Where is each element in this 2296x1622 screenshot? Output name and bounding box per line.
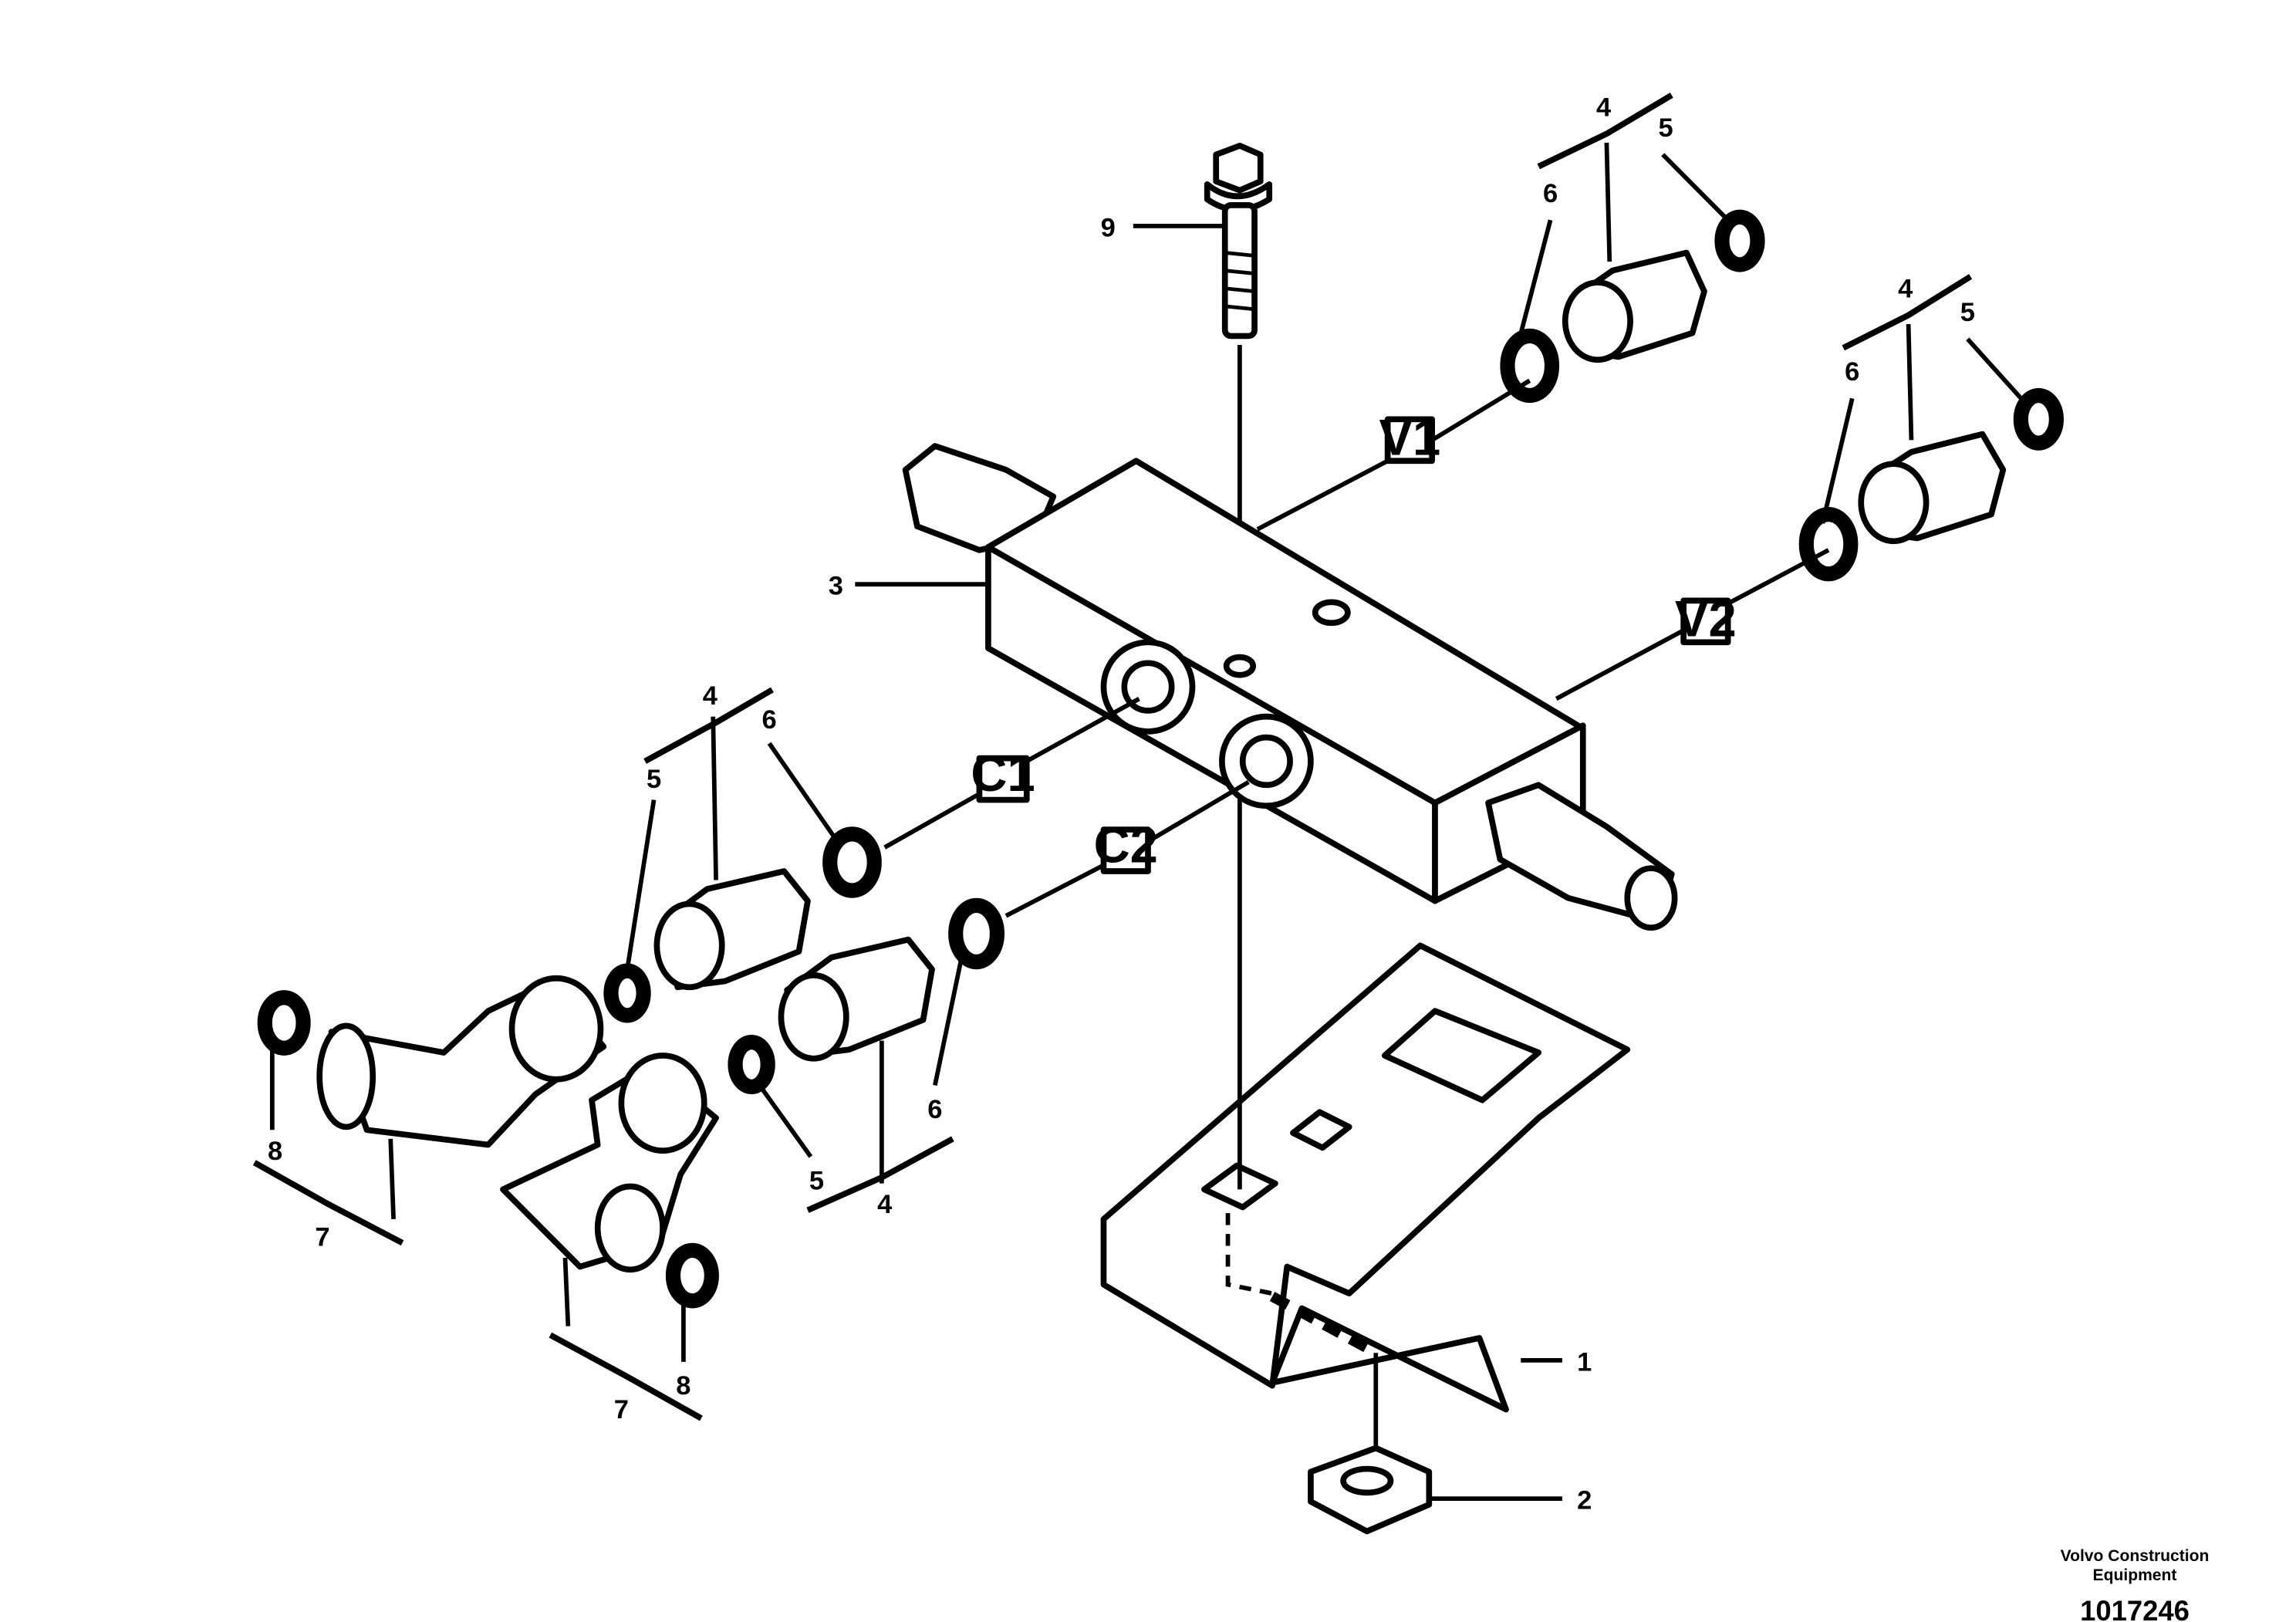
callout-4-c2: 4	[877, 1190, 893, 1219]
callout-6-v2: 6	[1845, 357, 1859, 387]
port-tag-c1-box	[976, 755, 1030, 803]
valve-block-part	[902, 443, 1678, 931]
o-ring-v1-large	[1500, 328, 1560, 404]
port-tag-v1-box	[1384, 416, 1435, 465]
group-brackets	[252, 92, 1973, 1421]
elbow-fitting-middle-part	[500, 1053, 719, 1309]
port-tag-v2: V2	[1675, 590, 1737, 647]
callout-4-c1: 4	[703, 681, 718, 711]
callout-5-c1: 5	[647, 765, 661, 794]
port-tag-c2-box	[1100, 826, 1151, 874]
callout-5-c2: 5	[809, 1166, 824, 1195]
port-tags	[976, 416, 1731, 874]
port-tag-v1: V1	[1379, 409, 1441, 465]
cage-nut-part	[1308, 1445, 1433, 1535]
callout-7-left: 7	[315, 1222, 329, 1252]
part-number: 1017246	[2080, 1595, 2190, 1622]
o-ring-c1-large	[822, 826, 882, 898]
bolt-part	[1204, 142, 1273, 340]
company-line-2: Equipment	[2093, 1566, 2177, 1584]
callout-numbers: 1 2 3 9 4 5 6 4 5 6 4 5 6 4 5 6 7 8 7 8	[268, 93, 1975, 1515]
callout-8-middle: 8	[676, 1371, 690, 1401]
fitting-c1-part	[603, 826, 882, 1023]
elbow-fitting-left-part	[257, 975, 607, 1148]
fitting-v2-part	[1798, 387, 2064, 582]
callout-9: 9	[1101, 213, 1116, 242]
o-ring-c2-large	[948, 897, 1004, 970]
o-ring-v2-large	[1798, 506, 1859, 582]
port-tag-v2-box	[1680, 597, 1731, 646]
bracket-part	[1100, 942, 1631, 1413]
callout-6-c2: 6	[927, 1095, 942, 1124]
hidden-hole-line	[1269, 1292, 1379, 1358]
callout-8-left: 8	[268, 1137, 282, 1166]
port-tag-c2: C2	[1094, 816, 1158, 873]
callout-6-c1: 6	[762, 705, 777, 735]
fitting-v1-part	[1500, 209, 1765, 404]
callout-4-v1: 4	[1596, 93, 1612, 122]
o-ring-elbow-middle	[665, 1242, 719, 1309]
callout-7-middle: 7	[614, 1395, 629, 1424]
callout-2: 2	[1577, 1486, 1592, 1516]
leader-lines	[269, 142, 2026, 1501]
o-ring-c2-small	[728, 1034, 775, 1095]
hidden-edge-line	[1225, 1213, 1273, 1296]
port-tag-c1: C1	[971, 745, 1035, 802]
callout-4-v2: 4	[1898, 274, 1913, 303]
o-ring-v2-small	[2013, 387, 2064, 451]
fitting-c2-part	[728, 897, 1004, 1095]
company-line-1: Volvo Construction	[2061, 1547, 2210, 1565]
callout-1: 1	[1577, 1347, 1592, 1377]
callout-6-v1: 6	[1543, 179, 1558, 208]
o-ring-elbow-left	[257, 990, 311, 1056]
o-ring-v1-small	[1714, 209, 1765, 272]
callout-3: 3	[829, 572, 843, 601]
callout-5-v1: 5	[1659, 113, 1673, 143]
callout-5-v2: 5	[1960, 298, 1975, 327]
o-ring-c1-small	[603, 963, 651, 1023]
